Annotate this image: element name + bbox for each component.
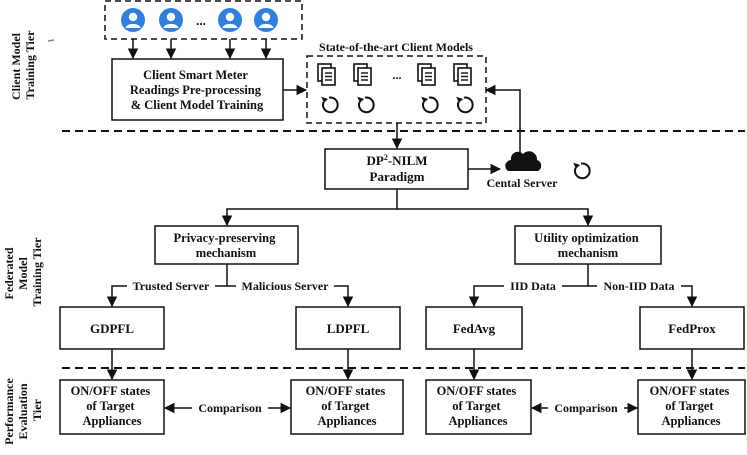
paradigm-name: DP2-NILM	[366, 153, 427, 168]
tier-label-evaluation: Performance Evaluation Tier	[2, 375, 44, 445]
user-icon	[218, 8, 242, 32]
user-icon	[121, 8, 145, 32]
utility-label: Utility optimization mechanism	[534, 231, 642, 260]
fedprox-box	[639, 306, 745, 350]
edge-label-bg	[127, 279, 215, 293]
client-ellipsis: ...	[196, 13, 206, 28]
models-ellipsis: ...	[393, 68, 402, 82]
comparison-label-left: Comparison	[198, 401, 262, 415]
output-box-ldpfl	[290, 379, 404, 435]
ldpfl-box	[295, 306, 401, 350]
user-icon	[254, 8, 278, 32]
edge-label-bg	[236, 279, 334, 293]
edge-label-trusted: Trusted Server	[133, 279, 210, 293]
gdpfl-label: GDPFL	[90, 321, 134, 336]
utility-box	[514, 225, 662, 265]
edge-label-malicious: Malicious Server	[242, 279, 330, 293]
comparison-label-right: Comparison	[554, 401, 618, 415]
server-label: Cental Server	[487, 176, 559, 190]
edge-label-non-iid: Non-IID Data	[603, 279, 674, 293]
edge-label-bg	[504, 279, 562, 293]
privacy-label: Privacy-preserving mechanism	[174, 231, 279, 260]
output-label-gdpfl: ON/OFF states of Target Appliances	[71, 384, 154, 428]
edge-label-bg	[597, 279, 681, 293]
fedavg-box	[425, 306, 523, 350]
gdpfl-box	[59, 306, 165, 350]
comparison-label-bg	[192, 400, 268, 415]
preprocess-box	[111, 58, 284, 121]
comparison-label-bg	[548, 400, 624, 415]
paradigm-line2: Paradigm	[370, 169, 425, 184]
user-icon	[159, 8, 183, 32]
tick-mark	[47, 39, 55, 42]
preprocess-label: Client Smart Meter Readings Pre-processi…	[130, 68, 264, 112]
server-to-models-arrow	[484, 84, 521, 156]
tier-label-client: Client Model Training Tier	[9, 30, 37, 100]
fedavg-label: FedAvg	[453, 321, 496, 336]
models-title: State-of-the-art Client Models	[319, 40, 473, 54]
refresh-icon	[572, 161, 591, 180]
output-label-fedprox: ON/OFF states of Target Appliances	[650, 384, 733, 428]
output-box-gdpfl	[59, 379, 165, 435]
privacy-box	[154, 225, 299, 265]
paradigm-to-utility-arrow	[397, 208, 594, 227]
ldpfl-label: LDPFL	[327, 321, 370, 336]
output-box-fedprox	[637, 379, 746, 435]
fedprox-label: FedProx	[668, 321, 716, 336]
cloud-icon	[505, 151, 542, 171]
edge-label-iid: IID Data	[510, 279, 556, 293]
output-label-fedavg: ON/OFF states of Target Appliances	[437, 384, 520, 428]
tier-label-federated: Federated Model Training Tier	[2, 237, 44, 307]
paradigm-to-privacy-arrow	[221, 189, 398, 227]
output-label-ldpfl: ON/OFF states of Target Appliances	[306, 384, 389, 428]
